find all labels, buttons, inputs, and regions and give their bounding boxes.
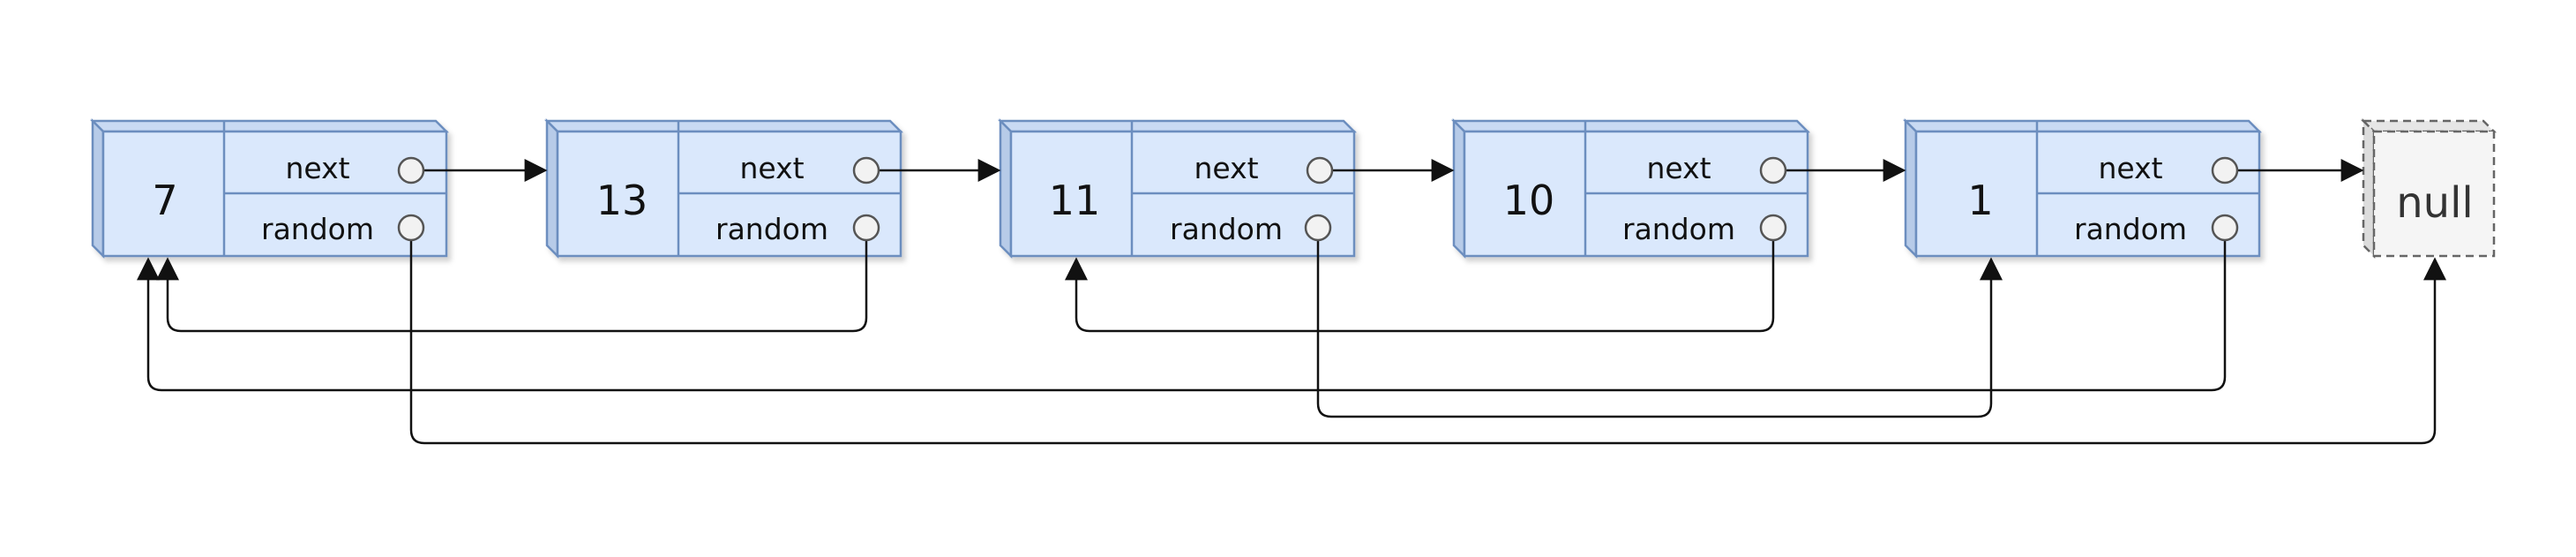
node-value: 7 — [152, 177, 177, 224]
next-port — [852, 156, 880, 184]
list-node — [89, 117, 450, 260]
random-port — [1759, 214, 1787, 242]
node-value: 13 — [596, 177, 648, 224]
pointer-ports — [397, 156, 2239, 242]
next-label: next — [285, 151, 349, 185]
random-arrow — [137, 240, 2227, 392]
next-label: next — [1194, 151, 1258, 185]
null-box — [2360, 117, 2497, 260]
random-port — [1304, 214, 1332, 242]
random-label: random — [1622, 212, 1735, 246]
list-node — [997, 117, 1358, 260]
list-node — [543, 117, 904, 260]
random-arrow — [156, 240, 868, 333]
null-label: null — [2396, 178, 2474, 228]
list-node — [1902, 117, 2263, 260]
node-value: 1 — [1967, 177, 1993, 224]
random-port — [852, 214, 880, 242]
random-label: random — [1170, 212, 1283, 246]
next-port — [2211, 156, 2239, 184]
next-port — [397, 156, 425, 184]
next-label: next — [1646, 151, 1711, 185]
next-label: next — [739, 151, 804, 185]
random-arrows — [137, 240, 2446, 445]
random-label: random — [2074, 212, 2187, 246]
next-port — [1759, 156, 1787, 184]
node-value: 11 — [1049, 177, 1101, 224]
node-value: 10 — [1503, 177, 1555, 224]
random-label: random — [715, 212, 828, 246]
next-port — [1306, 156, 1334, 184]
random-arrow — [1316, 240, 2003, 418]
random-label: random — [261, 212, 374, 246]
random-arrow — [1065, 240, 1775, 333]
random-arrow — [409, 240, 2446, 445]
list-node — [1450, 117, 1811, 260]
next-label: next — [2098, 151, 2162, 185]
random-port — [397, 214, 425, 242]
random-port — [2211, 214, 2239, 242]
